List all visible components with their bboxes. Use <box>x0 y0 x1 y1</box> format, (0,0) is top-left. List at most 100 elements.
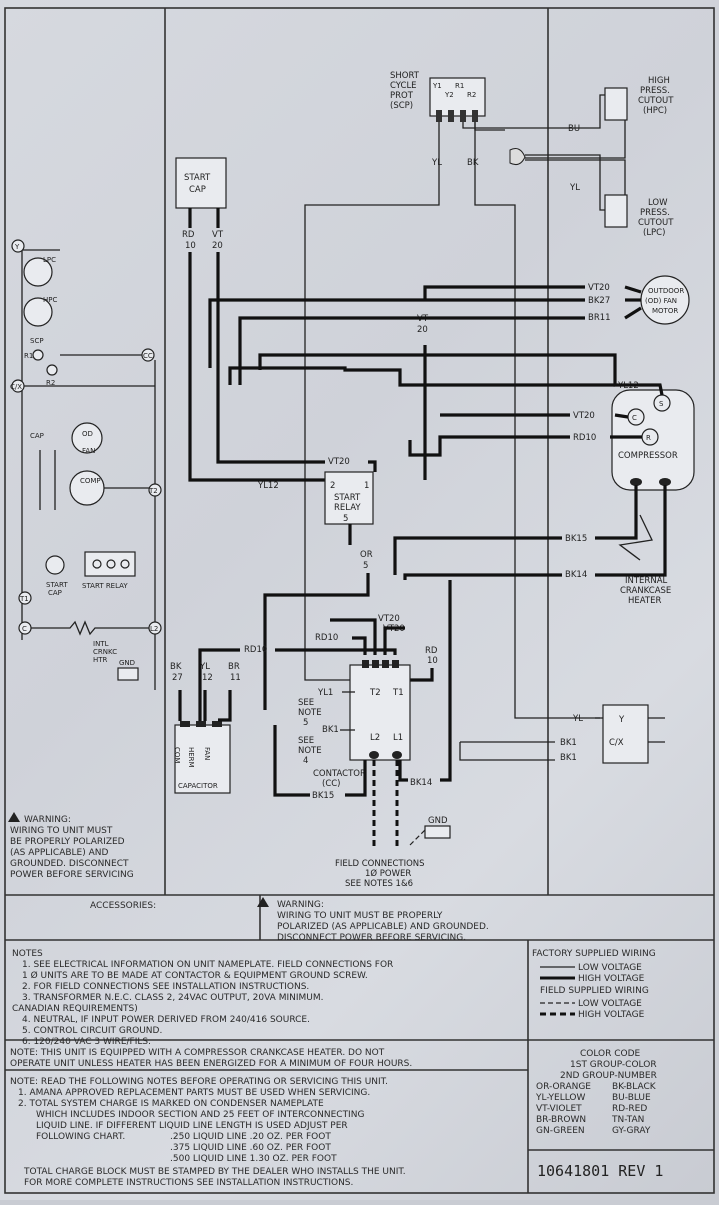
color-gy: GY-GRAY <box>612 1126 651 1136</box>
wire-vt20-cc-1: VT20 <box>378 614 400 624</box>
start-relay-label-1: START <box>334 493 361 503</box>
charge-note-1: NOTE: READ THE FOLLOWING NOTES BEFORE OP… <box>10 1077 388 1087</box>
cap-lead-yl: YL <box>199 662 210 672</box>
wire-or5-1: OR <box>360 550 373 560</box>
ladder-start-cap-label-1: START <box>46 581 68 589</box>
ladder-fan-label: FAN <box>82 447 95 455</box>
see-note5-2: NOTE <box>298 708 322 718</box>
start-relay: 2 1 START RELAY 5 <box>324 471 374 525</box>
capacitor-box <box>174 724 231 794</box>
warning-center: WARNING: WIRING TO UNIT MUST BE PROPERLY… <box>257 897 489 943</box>
color-code-table: COLOR CODE 1ST GROUP-COLOR 2ND GROUP-NUM… <box>535 1049 657 1136</box>
color-code-sub2: 2ND GROUP-NUMBER <box>560 1071 657 1081</box>
wire-bk15: BK15 <box>565 534 587 544</box>
warning-center-line-4: DISCONNECT POWER BEFORE SERVICING. <box>277 933 466 943</box>
comp-term-c: C <box>632 414 637 422</box>
color-vt: VT-VIOLET <box>536 1104 582 1114</box>
warning-center-icon <box>257 897 269 907</box>
warning-center-line-1: WARNING: <box>277 900 324 910</box>
scp-r1-icon <box>32 349 44 361</box>
ladder-r2-label: R2 <box>46 379 55 387</box>
cap-lead-12: 12 <box>202 673 213 683</box>
wire-bk1: BK1 <box>322 725 339 735</box>
wire-bk15-bottom: BK15 <box>312 791 334 801</box>
charge-chart-1: .250 LIQUID LINE .20 OZ. PER FOOT <box>170 1132 331 1142</box>
crankcase-label-1: INTERNAL <box>625 576 668 586</box>
wire-rd10-comp: RD10 <box>573 433 596 443</box>
lpc-label-3: CUTOUT <box>638 218 674 228</box>
ladder-gnd-icon <box>117 667 139 681</box>
wire-bk-top-label: BK <box>467 158 479 168</box>
wire-rd10-right-2: 10 <box>427 656 438 666</box>
see-note4-2: NOTE <box>298 746 322 756</box>
hpc-label-1: HIGH <box>648 76 670 86</box>
ladder-t1-label: T1 <box>19 595 29 603</box>
lpc-label-2: PRESS. <box>640 208 670 218</box>
crankcase-heater-icon <box>618 514 653 561</box>
charge-note-2: 1. AMANA APPROVED REPLACEMENT PARTS MUST… <box>18 1088 370 1098</box>
ladder-cc-label: CC <box>143 352 153 360</box>
note-line-5: CANADIAN REQUIREMENTS) <box>12 1004 138 1014</box>
ladder-comp-label: COMP <box>80 477 101 485</box>
wire-yl-tstat: YL <box>572 714 583 724</box>
wire-fan-bk27: BK27 <box>588 296 610 306</box>
ladder-od-label: OD <box>82 430 93 438</box>
ladder-intl-label-2: CRNKC <box>93 648 117 656</box>
warning-left-line-3: BE PROPERLY POLARIZED <box>10 837 125 847</box>
ladder-lpc-label: LPC <box>43 256 56 264</box>
relay-term-5: 5 <box>343 514 348 524</box>
ladder-c-label: C <box>22 625 27 633</box>
cap-lead-27: 27 <box>172 673 183 683</box>
start-cap-wire-vt: VT <box>212 230 224 240</box>
lpc-switch-icon <box>23 257 53 287</box>
hpc-label-4: (HPC) <box>643 106 667 116</box>
ladder-cap-label: CAP <box>30 432 44 440</box>
charge-note-4: WHICH INCLUDES INDOOR SECTION AND 25 FEE… <box>36 1110 364 1120</box>
color-code-title: COLOR CODE <box>580 1049 641 1059</box>
start-cap-label-2: CAP <box>189 185 206 195</box>
fan-motor-label-1: OUTDOOR <box>648 287 684 295</box>
fan-motor-label-2: (OD) FAN <box>645 297 677 305</box>
ladder-y-label: Y <box>14 243 20 251</box>
run-capacitor: COM HERM FAN CAPACITOR <box>173 721 231 794</box>
warning-left-line-6: POWER BEFORE SERVICING <box>10 870 134 880</box>
ladder-cx-label: C/X <box>10 383 22 391</box>
see-note5-1: SEE <box>298 698 314 708</box>
cap-lead-11: 11 <box>230 673 241 683</box>
ladder-crankcase-heater-icon <box>31 620 149 636</box>
field-gnd-label: GND <box>428 816 448 826</box>
tstat-term-cx: C/X <box>609 738 624 748</box>
crankcase-note-2: OPERATE UNIT UNLESS HEATER HAS BEEN ENER… <box>10 1059 412 1069</box>
field-conn-label-1: FIELD CONNECTIONS <box>335 859 425 869</box>
wire-relay-vt20: VT20 <box>328 457 350 467</box>
color-or: OR-ORANGE <box>536 1082 591 1092</box>
ladder-start-relay-label: START RELAY <box>82 582 128 590</box>
crankcase-note: NOTE: THIS UNIT IS EQUIPPED WITH A COMPR… <box>10 1048 412 1069</box>
ladder-gnd-label: GND <box>119 659 135 667</box>
wire-bk14-bottom: BK14 <box>410 778 432 788</box>
tstat-term-y: Y <box>618 715 625 725</box>
charge-chart-3: .500 LIQUID LINE 1.30 OZ. PER FOOT <box>170 1154 337 1164</box>
sheet-border <box>4 7 715 1194</box>
wire-vt20-comp: VT20 <box>573 411 595 421</box>
color-bk: BK-BLACK <box>612 1082 657 1092</box>
ladder-diagram: Y LPC HPC SCP R1 R2 CC C/X CAP OD FAN CO… <box>10 239 162 690</box>
note-line-6: 4. NEUTRAL, IF INPUT POWER DERIVED FROM … <box>22 1015 310 1025</box>
cap-term-com: COM <box>173 747 181 763</box>
ladder-t2-label: T2 <box>148 487 158 495</box>
scp-r2-icon <box>46 364 58 376</box>
fan-motor-label-3: MOTOR <box>652 307 678 315</box>
accessories-label: ACCESSORIES: <box>90 901 156 911</box>
comp-term-s: S <box>659 400 664 408</box>
wire-bu-label: BU <box>568 124 580 134</box>
capacitor-label: CAPACITOR <box>178 782 218 790</box>
crankcase-note-1: NOTE: THIS UNIT IS EQUIPPED WITH A COMPR… <box>10 1048 385 1058</box>
scp-label-2: CYCLE <box>390 81 417 91</box>
warning-left-line-4: (AS APPLICABLE) AND <box>10 848 108 858</box>
hpc-label-3: CUTOUT <box>638 96 674 106</box>
contactor-l1: L1 <box>393 733 403 743</box>
cap-lead-br: BR <box>228 662 240 672</box>
note-line-7: 5. CONTROL CIRCUIT GROUND. <box>22 1026 162 1036</box>
legend-factory-low: LOW VOLTAGE <box>578 963 642 973</box>
